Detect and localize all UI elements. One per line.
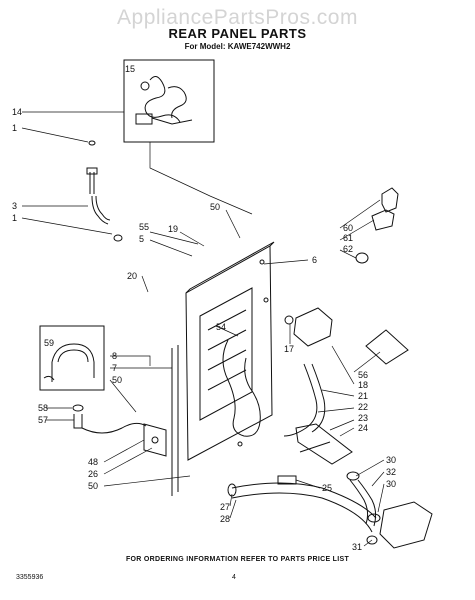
callout-30-bottom: 30: [386, 479, 396, 489]
switch-clips: [355, 187, 399, 264]
inlet-hose-parts: [86, 140, 123, 242]
callout-30-top: 30: [386, 455, 396, 465]
callout-1: 1: [12, 213, 17, 223]
watermark-text: AppliancePartsPros.com: [117, 6, 358, 29]
callout-6: 6: [312, 255, 317, 265]
power-cord-inset: [123, 59, 215, 143]
callout-5: 5: [139, 234, 144, 244]
drain-hose-inset: [39, 325, 105, 391]
model-subtitle: For Model: KAWE742WWH2: [184, 42, 291, 51]
water-valve: [346, 471, 433, 549]
callout-17: 17: [284, 344, 294, 354]
callout-26: 26: [88, 469, 98, 479]
callout-labels: 15 14 1 3 1 55 5 19 50 20 6 60 61 62 54 …: [12, 64, 396, 552]
callout-14: 14: [12, 107, 22, 117]
callout-56: 56: [358, 370, 368, 380]
callout-19: 19: [168, 224, 178, 234]
callout-50-mid: 50: [112, 375, 122, 385]
callout-1-top: 1: [12, 123, 17, 133]
callout-24: 24: [358, 423, 368, 433]
callout-50-top: 50: [210, 202, 220, 212]
callout-25: 25: [322, 483, 332, 493]
callout-18: 18: [358, 380, 368, 390]
diagram-title: REAR PANEL PARTS: [168, 26, 307, 41]
callout-3: 3: [12, 201, 17, 211]
callout-54: 54: [216, 322, 226, 332]
callout-7: 7: [112, 363, 117, 373]
leader-lines: [21, 111, 385, 547]
callout-60: 60: [343, 223, 353, 233]
document-code: 3355936: [16, 574, 44, 581]
rear-panel: [185, 241, 275, 461]
callout-27: 27: [220, 502, 230, 512]
callout-32: 32: [386, 467, 396, 477]
callout-21: 21: [358, 391, 368, 401]
callout-28: 28: [220, 514, 230, 524]
callout-61: 61: [343, 233, 353, 243]
callout-8: 8: [112, 351, 117, 361]
callout-55: 55: [139, 222, 149, 232]
callout-15: 15: [125, 64, 135, 74]
callout-59: 59: [44, 338, 54, 348]
ordering-footer: FOR ORDERING INFORMATION REFER TO PARTS …: [125, 556, 350, 563]
callout-58: 58: [38, 403, 48, 413]
callout-20: 20: [127, 271, 137, 281]
page-number: 4: [232, 574, 236, 581]
callout-62: 62: [343, 244, 353, 254]
callout-50-bottom: 50: [88, 481, 98, 491]
callout-57: 57: [38, 415, 48, 425]
pump-assembly: [277, 307, 353, 485]
callout-31: 31: [352, 542, 362, 552]
callout-48: 48: [88, 457, 98, 467]
callout-23: 23: [358, 413, 368, 423]
callout-22: 22: [358, 402, 368, 412]
